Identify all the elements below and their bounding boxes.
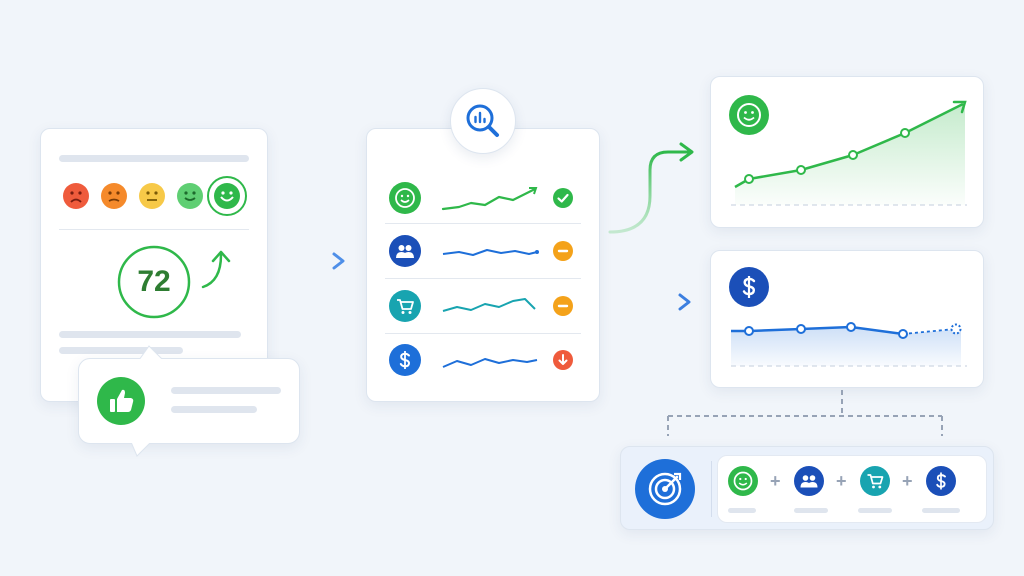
feedback-text-bar-2	[171, 406, 257, 413]
feedback-text-bar-1	[171, 387, 281, 394]
row-divider-1	[385, 223, 581, 224]
goal-divider	[711, 461, 712, 517]
survey-header-bar	[59, 155, 249, 162]
face-very-happy-selected-icon[interactable]	[207, 176, 247, 216]
metrics-dashboard-card	[366, 128, 600, 402]
goal-combined-card: + + +	[620, 446, 994, 530]
score-up-arrow-icon	[201, 250, 231, 289]
dollar-icon	[926, 466, 956, 496]
dashed-connector	[667, 390, 943, 436]
face-neutral-icon[interactable]	[139, 183, 165, 209]
score-value: 72	[137, 265, 171, 298]
target-icon	[635, 459, 695, 519]
flow-arrow-right	[608, 293, 691, 311]
goal-label-bar-1	[728, 508, 756, 513]
dollar-icon	[729, 267, 769, 307]
dollar-icon	[389, 344, 421, 376]
down-arrow-icon	[553, 350, 573, 370]
score-gauge-icon	[117, 245, 191, 319]
feedback-bubble	[78, 345, 300, 457]
flow-arrow-1	[284, 252, 345, 270]
sparkline-purchases	[442, 298, 536, 312]
sparkline-satisfaction	[441, 187, 538, 211]
metric-row-revenue[interactable]	[367, 341, 599, 381]
revenue-trend-line	[731, 322, 967, 367]
face-very-unhappy-icon[interactable]	[63, 183, 89, 209]
face-unhappy-icon[interactable]	[101, 183, 127, 209]
people-icon	[389, 235, 421, 267]
people-icon	[794, 466, 824, 496]
smiley-icon	[729, 95, 769, 135]
row-divider-2	[385, 278, 581, 279]
goal-label-bar-2	[794, 508, 828, 513]
sparkline-users	[442, 249, 539, 256]
goal-label-bar-3	[858, 508, 892, 513]
check-icon	[553, 188, 573, 208]
smiley-icon	[728, 466, 758, 496]
analytics-search-icon[interactable]	[450, 88, 516, 154]
cart-icon	[860, 466, 890, 496]
metric-row-satisfaction[interactable]	[367, 179, 599, 219]
minus-icon	[553, 296, 573, 316]
bubble-tail-bottom	[129, 440, 159, 457]
sparkline-revenue	[442, 358, 538, 368]
metric-row-users[interactable]	[367, 232, 599, 272]
row-divider-3	[385, 333, 581, 334]
smiley-icon	[389, 182, 421, 214]
flow-arrow-up	[608, 142, 694, 234]
survey-text-bar-1	[59, 331, 241, 338]
bubble-tail-top	[137, 345, 167, 362]
face-happy-icon[interactable]	[177, 183, 203, 209]
revenue-trend-card	[710, 250, 984, 388]
goal-label-bar-4	[922, 508, 960, 513]
minus-icon	[553, 241, 573, 261]
survey-text-bar-2	[59, 347, 183, 354]
satisfaction-trend-line	[731, 100, 967, 206]
thumbs-up-icon	[97, 377, 145, 425]
plus-icon: +	[770, 471, 781, 491]
survey-divider	[59, 229, 249, 230]
plus-icon: +	[902, 471, 913, 491]
cart-icon	[389, 290, 421, 322]
metric-row-purchases[interactable]	[367, 287, 599, 327]
goal-metrics-panel: + + +	[717, 455, 987, 523]
plus-icon: +	[836, 471, 847, 491]
satisfaction-trend-card	[710, 76, 984, 228]
